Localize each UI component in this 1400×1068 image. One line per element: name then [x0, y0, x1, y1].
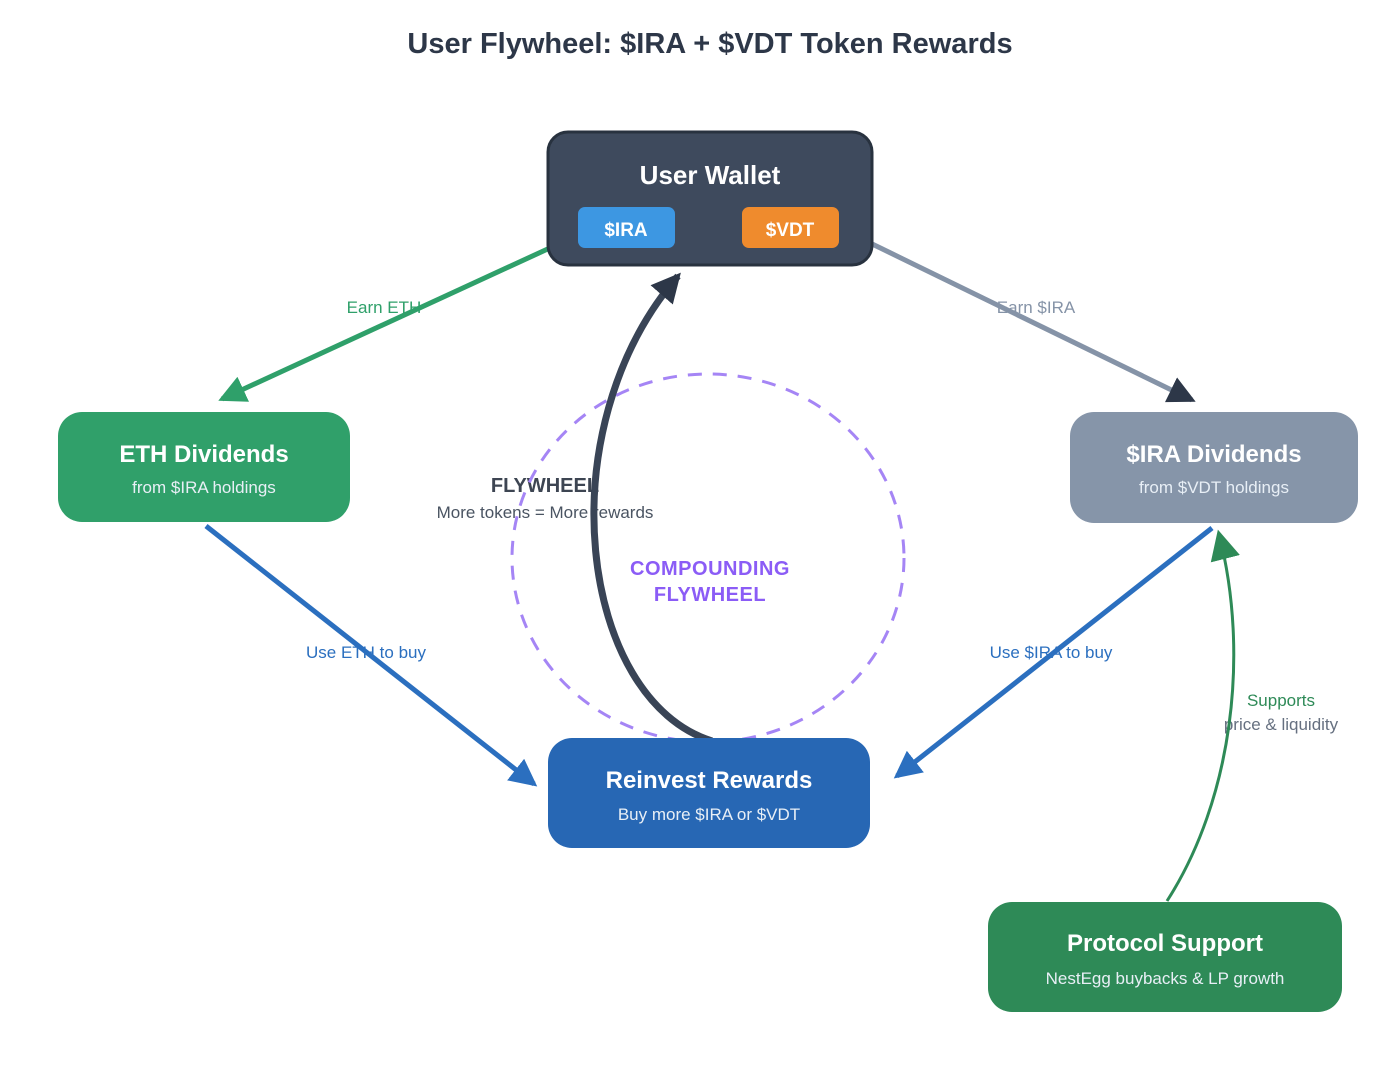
ira-dividends-subtitle: from $VDT holdings	[1139, 478, 1289, 497]
user-wallet-title: User Wallet	[640, 160, 781, 190]
earn-eth-label: Earn ETH	[347, 298, 422, 317]
eth-dividends-title: ETH Dividends	[119, 441, 288, 468]
ira-dividends-title: $IRA Dividends	[1126, 441, 1301, 468]
flywheel-caption-title: FLYWHEEL	[491, 475, 599, 497]
vdt-badge-label: $VDT	[766, 220, 815, 241]
vdt-badge	[742, 207, 839, 248]
protocol-support-box	[988, 902, 1342, 1012]
eth-dividends-box	[58, 412, 350, 522]
use-ira-arrow	[893, 526, 1214, 779]
ira-badge-label: $IRA	[604, 220, 648, 241]
flywheel-caption-note: More tokens = More rewards	[437, 503, 654, 522]
user-wallet-node: User Wallet $IRA $VDT	[546, 130, 874, 267]
reinvest-rewards-subtitle: Buy more $IRA or $VDT	[618, 805, 800, 824]
ira-badge	[578, 207, 675, 248]
reinvest-rewards-box	[548, 738, 870, 848]
eth-dividends-subtitle: from $IRA holdings	[132, 478, 276, 497]
protocol-support-subtitle: NestEgg buybacks & LP growth	[1046, 969, 1285, 988]
protocol-support-title: Protocol Support	[1067, 930, 1263, 957]
compounding-flywheel-circle	[510, 372, 906, 744]
compounding-flywheel-label-line2: FLYWHEEL	[654, 584, 766, 606]
ira-dividends-node: $IRA Dividends from $VDT holdings	[1070, 412, 1358, 523]
earn-eth-arrow	[218, 244, 554, 402]
page-title: User Flywheel: $IRA + $VDT Token Rewards	[407, 28, 1012, 60]
reinvest-rewards-node: Reinvest Rewards Buy more $IRA or $VDT	[548, 738, 870, 848]
earn-ira-arrow	[864, 238, 1196, 403]
protocol-support-node: Protocol Support NestEgg buybacks & LP g…	[988, 902, 1342, 1012]
eth-dividends-node: ETH Dividends from $IRA holdings	[58, 412, 350, 522]
use-eth-arrow	[204, 524, 538, 787]
supports-label-line1: Supports	[1247, 691, 1315, 710]
supports-arrow	[1165, 529, 1240, 902]
compounding-flywheel-label-line1: COMPOUNDING	[630, 558, 790, 580]
reinvest-rewards-title: Reinvest Rewards	[606, 767, 813, 794]
supports-label-line2: price & liquidity	[1224, 715, 1339, 734]
reinvest-to-wallet-arrow	[590, 272, 714, 745]
ira-dividends-box	[1070, 412, 1358, 523]
earn-ira-label: Earn $IRA	[997, 298, 1076, 317]
